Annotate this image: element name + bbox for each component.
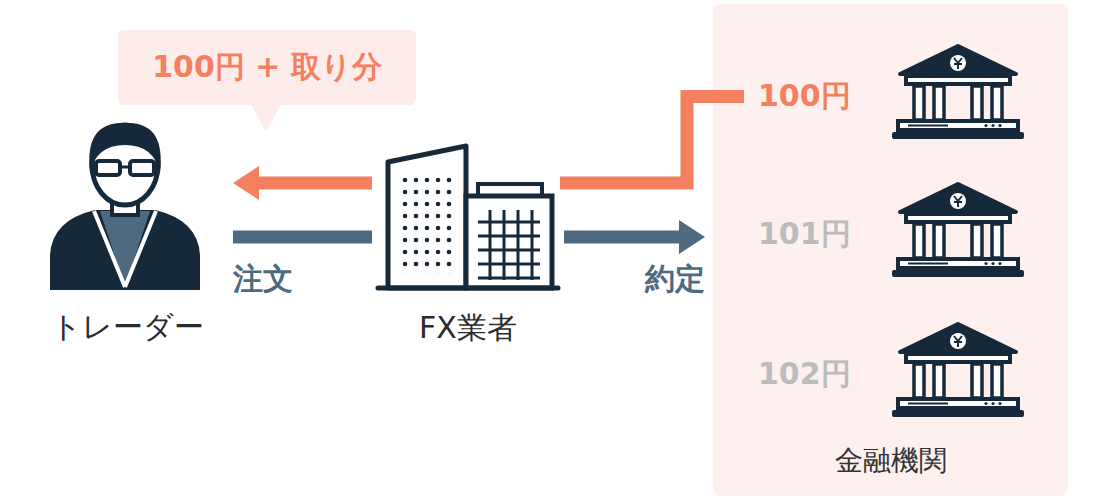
- price-box: 100円: [750, 44, 895, 149]
- institution-panel: 金融機関 100円 101円 102円: [713, 4, 1068, 496]
- node-text: トレーダー: [51, 307, 204, 348]
- bank-icon: [892, 324, 1024, 417]
- node-text: FX業者: [419, 308, 517, 349]
- node-text: 100円 + 取り分: [152, 47, 382, 88]
- flow-arrow: [560, 97, 744, 184]
- trader-icon: [50, 123, 200, 290]
- flow-arrow: [233, 237, 372, 238]
- flow-arrow: [564, 220, 705, 254]
- edge-label: 注文: [233, 259, 293, 300]
- building-icon: [378, 146, 558, 288]
- node-text: 102円: [758, 354, 851, 395]
- edge-label: 約定: [645, 259, 705, 300]
- callout-bubble: 100円 + 取り分: [118, 30, 416, 105]
- node-text: 金融機関: [835, 442, 947, 480]
- price-box: 102円: [750, 322, 895, 427]
- node-text: 100円: [758, 76, 851, 117]
- callout-tail: [251, 104, 281, 132]
- price-box: 101円: [750, 182, 895, 287]
- company-node: FX業者: [378, 138, 558, 353]
- flow-arrow: [233, 166, 372, 200]
- trader-node: トレーダー: [30, 112, 225, 352]
- bank-icon: [892, 184, 1024, 277]
- panel-ground: [713, 4, 1068, 496]
- bank-icon: [892, 46, 1024, 139]
- node-text: 101円: [758, 214, 851, 255]
